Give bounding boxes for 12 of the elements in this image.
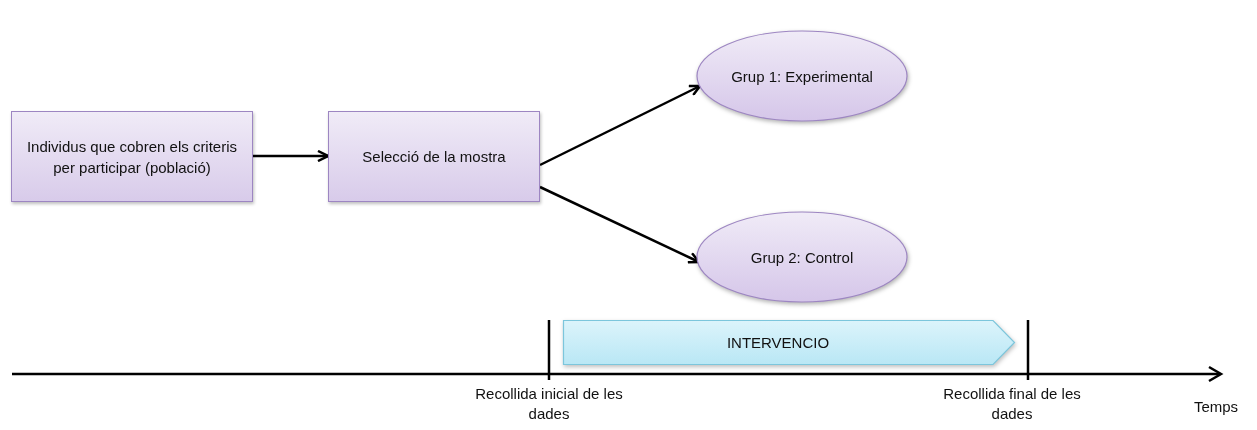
timeline-label: Recollida final de les dades: [942, 384, 1082, 424]
process-box: [328, 111, 540, 202]
node-text: Selecció de la mostra: [361, 147, 507, 167]
node-text: Grup 1: Experimental: [730, 66, 874, 87]
arrow: [253, 149, 330, 163]
axis-label: Temps: [1192, 397, 1240, 417]
timeline-label: Recollida inicial de les dades: [474, 384, 624, 424]
process-box: [11, 111, 253, 202]
arrow: [539, 84, 702, 167]
node-text: INTERVENCIO: [725, 333, 831, 353]
node-text: Individus que cobren els criteris per participar (població): [25, 136, 239, 178]
node-text: Grup 2: Control: [749, 247, 855, 268]
